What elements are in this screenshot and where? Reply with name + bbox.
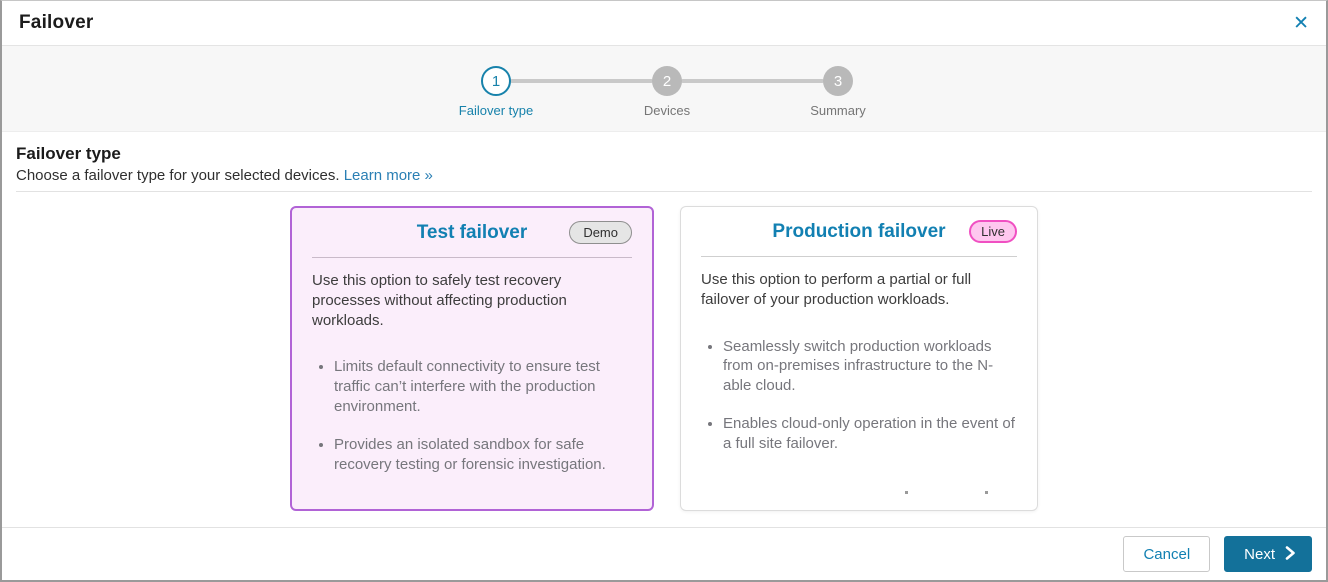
dialog-header: Failover ✕ <box>2 1 1326 46</box>
clipped-text-remnant <box>985 491 988 494</box>
demo-badge: Demo <box>569 221 632 244</box>
card-test-failover[interactable]: Test failover Demo Use this option to sa… <box>290 206 654 511</box>
clipped-text-remnant <box>905 491 908 494</box>
content-area: Failover type Choose a failover type for… <box>2 132 1326 527</box>
list-item: Limits default connectivity to ensure te… <box>334 357 632 416</box>
card-title-row: Test failover Demo <box>312 208 632 258</box>
card-title-row: Production failover Live <box>701 207 1017 257</box>
card-body: Use this option to perform a partial or … <box>701 257 1017 454</box>
card-title: Production failover <box>772 220 946 242</box>
dialog-title: Failover <box>19 12 94 33</box>
card-bullet-list: Limits default connectivity to ensure te… <box>312 357 632 474</box>
step-label: Summary <box>810 103 866 118</box>
card-intro: Use this option to safely test recovery … <box>312 272 567 329</box>
page-title: Failover type <box>16 144 121 163</box>
chevron-right-icon <box>1285 545 1296 564</box>
step-summary[interactable]: 3 Summary <box>768 66 908 118</box>
step-number: 1 <box>481 66 511 96</box>
wizard-stepper: 1 Failover type 2 Devices 3 Summary <box>2 46 1326 132</box>
section-description: Choose a failover type for your selected… <box>16 167 1312 184</box>
section-divider <box>16 191 1312 192</box>
step-number: 2 <box>652 66 682 96</box>
next-button[interactable]: Next <box>1224 536 1312 572</box>
close-icon[interactable]: ✕ <box>1293 12 1309 34</box>
card-title: Test failover <box>416 221 528 243</box>
next-button-label: Next <box>1244 545 1275 563</box>
step-label: Failover type <box>458 103 534 118</box>
step-label: Devices <box>643 103 691 118</box>
step-number: 3 <box>823 66 853 96</box>
list-item: Seamlessly switch production workloads f… <box>723 337 1017 396</box>
list-item: Enables cloud-only operation in the even… <box>723 414 1017 454</box>
card-body: Use this option to safely test recovery … <box>312 258 632 474</box>
step-failover-type[interactable]: 1 Failover type <box>426 66 566 118</box>
step-devices[interactable]: 2 Devices <box>597 66 737 118</box>
step-connector <box>681 79 824 83</box>
card-production-failover[interactable]: Production failover Live Use this option… <box>680 206 1038 511</box>
dialog-footer: Cancel Next <box>2 527 1326 580</box>
learn-more-link[interactable]: Learn more » <box>343 167 433 184</box>
live-badge: Live <box>969 220 1017 243</box>
step-connector <box>510 79 653 83</box>
list-item: Provides an isolated sandbox for safe re… <box>334 435 632 475</box>
description-text: Choose a failover type for your selected… <box>16 167 340 184</box>
cancel-button[interactable]: Cancel <box>1123 536 1211 572</box>
failover-type-cards: Test failover Demo Use this option to sa… <box>2 192 1326 511</box>
card-bullet-list: Seamlessly switch production workloads f… <box>701 337 1017 454</box>
card-intro: Use this option to perform a partial or … <box>701 271 972 308</box>
section-header: Failover type Choose a failover type for… <box>2 132 1326 184</box>
